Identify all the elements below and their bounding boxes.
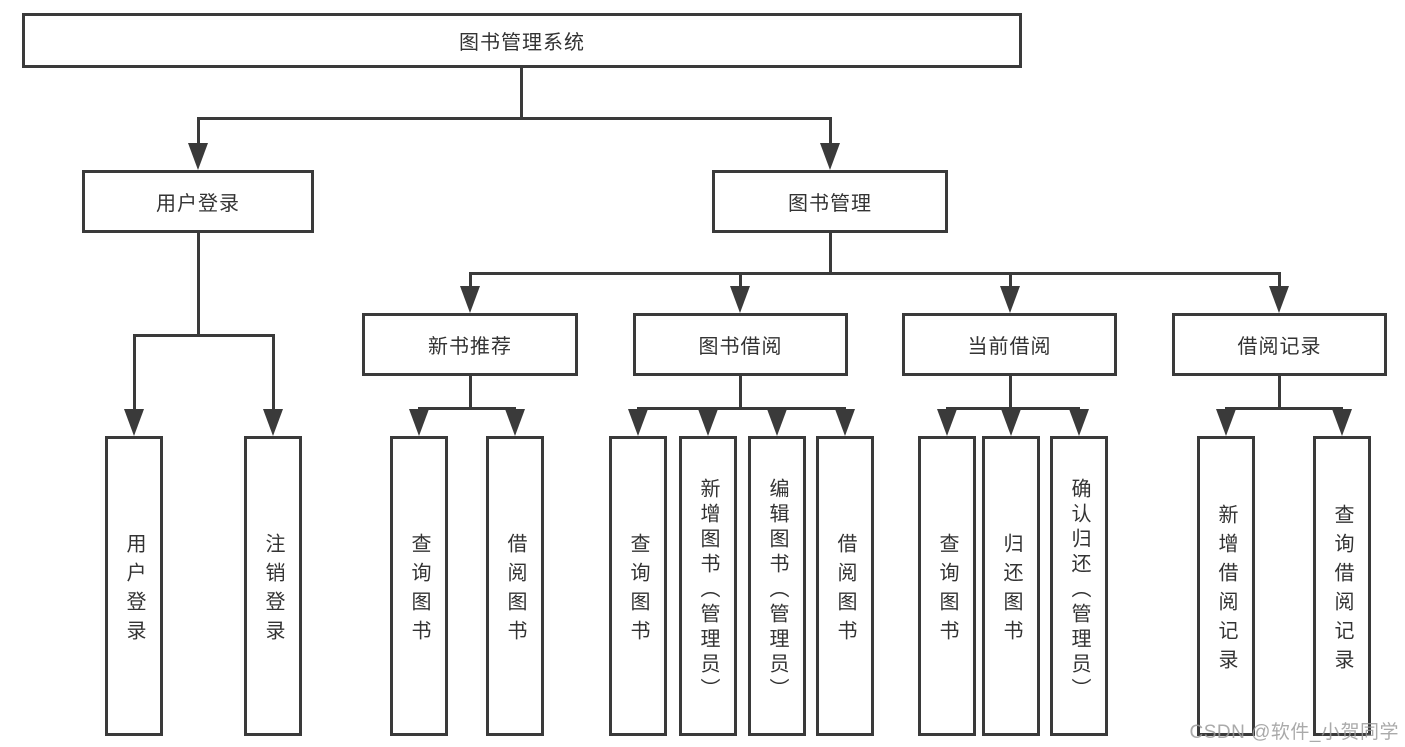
arrow-down-new-book-rec	[460, 286, 480, 313]
connector-borrow-records-hline	[1225, 407, 1343, 410]
leaf-add-record: 新增借阅记录	[1197, 436, 1255, 736]
arrow-down-leaf-logout	[263, 409, 283, 436]
leaf-query-book-1-label: 查询图书	[408, 532, 430, 649]
node-borrow-records-label: 借阅记录	[1237, 336, 1322, 358]
leaf-query-book-3: 查询图书	[918, 436, 976, 736]
arrow-down-leaf-query-book-3	[937, 409, 957, 436]
leaf-add-record-label: 新增借阅记录	[1215, 503, 1237, 678]
leaf-borrow-book-2-label: 借阅图书	[834, 532, 856, 649]
leaf-query-book-2: 查询图书	[609, 436, 667, 736]
arrow-down-leaf-borrow-book-1	[505, 409, 525, 436]
leaf-borrow-book-2: 借阅图书	[816, 436, 874, 736]
node-current-borrow-label: 当前借阅	[967, 336, 1052, 358]
node-user-login-label: 用户登录	[156, 193, 240, 215]
connector-drop-new-book-rec	[469, 272, 472, 288]
arrow-down-book-borrow	[730, 286, 750, 313]
connector-book-borrow-hline	[637, 407, 846, 410]
connector-new-book-rec-stem	[469, 376, 472, 410]
node-root-label: 图书管理系统	[459, 32, 585, 54]
arrow-down-leaf-add-book	[698, 409, 718, 436]
leaf-return-book: 归还图书	[982, 436, 1040, 736]
arrow-down-leaf-edit-book	[767, 409, 787, 436]
leaf-borrow-book-1-label: 借阅图书	[504, 532, 526, 649]
arrow-down-borrow-records	[1269, 286, 1289, 313]
arrow-down-book-mgmt	[820, 143, 840, 170]
connector-book-mgmt-hline	[469, 272, 1281, 275]
arrow-down-user-login	[188, 143, 208, 170]
connector-drop-book-borrow	[739, 272, 742, 288]
connector-book-mgmt-stem	[829, 233, 832, 275]
arrow-down-leaf-query-record	[1332, 409, 1352, 436]
node-user-login: 用户登录	[82, 170, 314, 233]
connector-drop-user-login	[197, 117, 200, 144]
leaf-user-login: 用户登录	[105, 436, 163, 736]
connector-drop-leaf-logout	[272, 334, 275, 410]
connector-root-stem	[520, 68, 523, 120]
node-current-borrow: 当前借阅	[902, 313, 1117, 376]
connector-drop-leaf-user-login	[133, 334, 136, 410]
leaf-confirm-return: 确认归还（管理员）	[1050, 436, 1108, 736]
arrow-down-current-borrow	[1000, 286, 1020, 313]
leaf-logout: 注销登录	[244, 436, 302, 736]
node-root: 图书管理系统	[22, 13, 1022, 68]
connector-drop-book-mgmt	[829, 117, 832, 144]
node-book-borrow: 图书借阅	[633, 313, 848, 376]
csdn-watermark: CSDN @软件_小贺同学	[1189, 722, 1399, 743]
node-borrow-records: 借阅记录	[1172, 313, 1387, 376]
connector-borrow-records-stem	[1278, 376, 1281, 410]
node-new-book-rec: 新书推荐	[362, 313, 578, 376]
arrow-down-leaf-confirm-return	[1069, 409, 1089, 436]
node-book-mgmt-label: 图书管理	[788, 193, 872, 215]
connector-current-borrow-hline	[946, 407, 1080, 410]
leaf-query-book-3-label: 查询图书	[936, 532, 958, 649]
leaf-edit-book-label: 编辑图书（管理员）	[766, 478, 788, 703]
arrow-down-leaf-user-login	[124, 409, 144, 436]
arrow-down-leaf-borrow-book-2	[835, 409, 855, 436]
connector-drop-current-borrow	[1009, 272, 1012, 288]
leaf-query-book-2-label: 查询图书	[627, 532, 649, 649]
arrow-down-leaf-add-record	[1216, 409, 1236, 436]
connector-root-hline	[197, 117, 832, 120]
leaf-query-record: 查询借阅记录	[1313, 436, 1371, 736]
connector-new-book-rec-hline	[418, 407, 516, 410]
node-book-mgmt: 图书管理	[712, 170, 948, 233]
leaf-edit-book: 编辑图书（管理员）	[748, 436, 806, 736]
connector-user-login-stem	[197, 233, 200, 337]
connector-current-borrow-stem	[1009, 376, 1012, 410]
leaf-return-book-label: 归还图书	[1000, 532, 1022, 649]
connector-drop-borrow-records	[1278, 272, 1281, 288]
arrow-down-leaf-query-book-1	[409, 409, 429, 436]
node-book-borrow-label: 图书借阅	[698, 336, 783, 358]
leaf-add-book: 新增图书（管理员）	[679, 436, 737, 736]
node-new-book-rec-label: 新书推荐	[428, 336, 512, 358]
leaf-query-book-1: 查询图书	[390, 436, 448, 736]
arrow-down-leaf-query-book-2	[628, 409, 648, 436]
leaf-user-login-label: 用户登录	[123, 532, 145, 649]
leaf-confirm-return-label: 确认归还（管理员）	[1068, 478, 1090, 703]
connector-user-login-hline	[133, 334, 274, 337]
leaf-logout-label: 注销登录	[262, 532, 284, 649]
arrow-down-leaf-return-book	[1001, 409, 1021, 436]
leaf-query-record-label: 查询借阅记录	[1331, 503, 1353, 678]
leaf-borrow-book-1: 借阅图书	[486, 436, 544, 736]
connector-book-borrow-stem	[739, 376, 742, 410]
leaf-add-book-label: 新增图书（管理员）	[697, 478, 719, 703]
